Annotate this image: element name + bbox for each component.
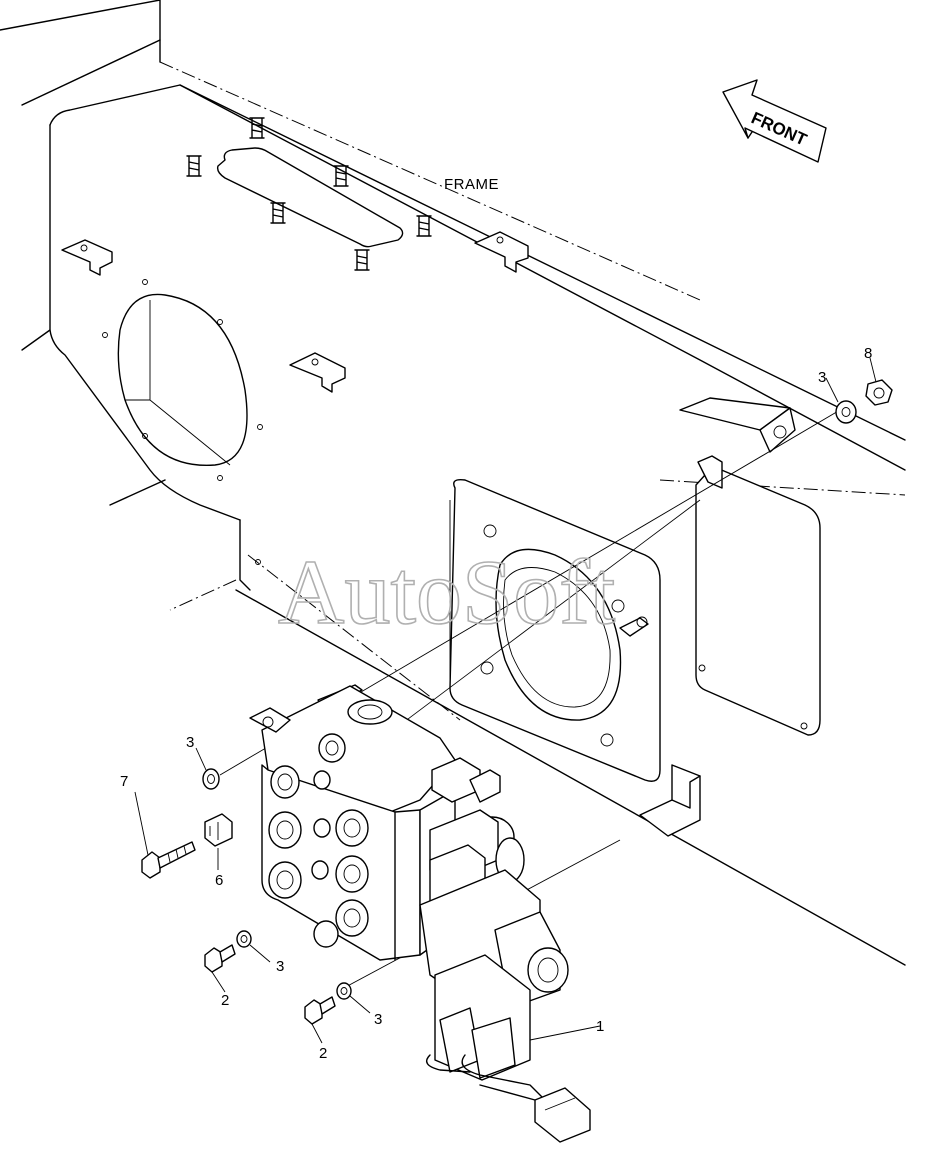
callout-3-washer-lower: 3	[374, 1011, 382, 1028]
clip-6	[204, 813, 233, 847]
callout-6: 6	[215, 872, 223, 889]
watermark: AutoSoft	[278, 541, 616, 643]
washer-left	[202, 768, 220, 790]
mounting-plate-front	[449, 478, 661, 782]
callout-3-washer-mid: 3	[276, 958, 284, 975]
callout-2-upper: 2	[221, 992, 229, 1009]
bolt-2-upper	[204, 944, 236, 973]
callout-3-washer-right: 3	[818, 369, 826, 386]
washer-lower	[336, 982, 352, 1000]
washer-right	[835, 400, 857, 424]
washer-mid	[236, 930, 252, 948]
callout-2-lower: 2	[319, 1045, 327, 1062]
l-bracket	[639, 775, 701, 837]
nut-8	[865, 379, 893, 406]
callout-8: 8	[864, 345, 872, 362]
mounting-plate-rear	[695, 455, 821, 736]
frame-label: FRAME	[444, 176, 499, 193]
frame-body	[0, 0, 906, 966]
callout-3-washer-left: 3	[186, 734, 194, 751]
bolt-7	[141, 841, 196, 879]
callout-7: 7	[120, 773, 128, 790]
front-direction-arrow: FRONT	[722, 79, 827, 163]
callout-1: 1	[596, 1018, 604, 1035]
bolt-2-lower	[304, 996, 336, 1025]
top-studs	[186, 117, 432, 271]
control-valve-assembly	[249, 684, 591, 1143]
